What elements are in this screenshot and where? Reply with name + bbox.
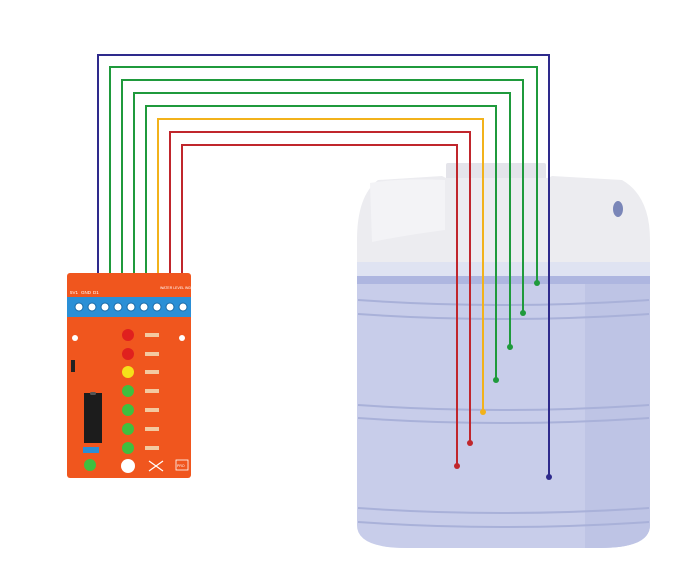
led-column [122,329,134,454]
terminal-label-gnd: GND [81,290,92,295]
terminal-label-5v1: 5V1 [70,290,79,295]
probe-3 [480,409,486,415]
terminal-screw [152,302,162,312]
terminal-screw [74,302,84,312]
diode [71,360,75,372]
terminal-screw [113,302,123,312]
probe-common [546,474,552,480]
probe-2 [467,440,473,446]
resistor [145,352,159,356]
resistor [145,446,159,450]
tank-ribs [357,299,650,528]
resistor [145,408,159,412]
led-6 [122,423,134,435]
wire-level-6 [121,79,524,313]
status-led [84,459,96,471]
wire-level-1 [181,144,458,466]
ic-chip [84,393,102,443]
dome-highlight [370,179,445,242]
probe-tips [454,280,552,480]
led-2 [122,348,134,360]
terminal-screw [178,302,188,312]
led-5 [122,404,134,416]
ic-notch [90,392,96,395]
board-header-text: WATER LEVEL INDICATOR [160,286,204,290]
controller-board: 5V1 GND D1 WATER LEVEL INDICATOR [67,273,204,478]
resistor [145,389,159,393]
resistor [145,427,159,431]
tank-handle-right [613,201,623,217]
tank-water [357,280,650,548]
probe-6 [520,310,526,316]
led-4 [122,385,134,397]
wires [97,54,550,477]
probe-4 [493,377,499,383]
terminal-screw [126,302,136,312]
wire-level-4 [145,105,497,380]
terminal-screw [165,302,175,312]
probe-7 [534,280,540,286]
resistors [145,333,159,450]
terminal-screw [100,302,110,312]
logo-icon [148,460,164,472]
tank-shade [585,284,650,548]
wire-common [97,54,550,477]
led-1 [122,329,134,341]
probe-5 [507,344,513,350]
resistor [145,333,159,337]
water-surface [357,276,650,284]
terminal-screws [74,302,188,312]
wire-level-3 [157,118,484,412]
capacitor [83,447,99,453]
led-3 [122,366,134,378]
terminal-screw [87,302,97,312]
terminal-screw [139,302,149,312]
wire-level-7 [109,66,538,292]
resistor [145,370,159,374]
badge [175,459,189,471]
wire-level-5 [133,92,511,347]
water-tank [357,163,650,548]
badge-text: PRO [177,464,185,468]
mount-hole-right [179,335,185,341]
terminal-label-d1: D1 [93,290,99,295]
probe-1 [454,463,460,469]
wire-level-2 [169,131,471,443]
led-7 [122,442,134,454]
buzzer [121,459,135,473]
mount-hole-left [72,335,78,341]
